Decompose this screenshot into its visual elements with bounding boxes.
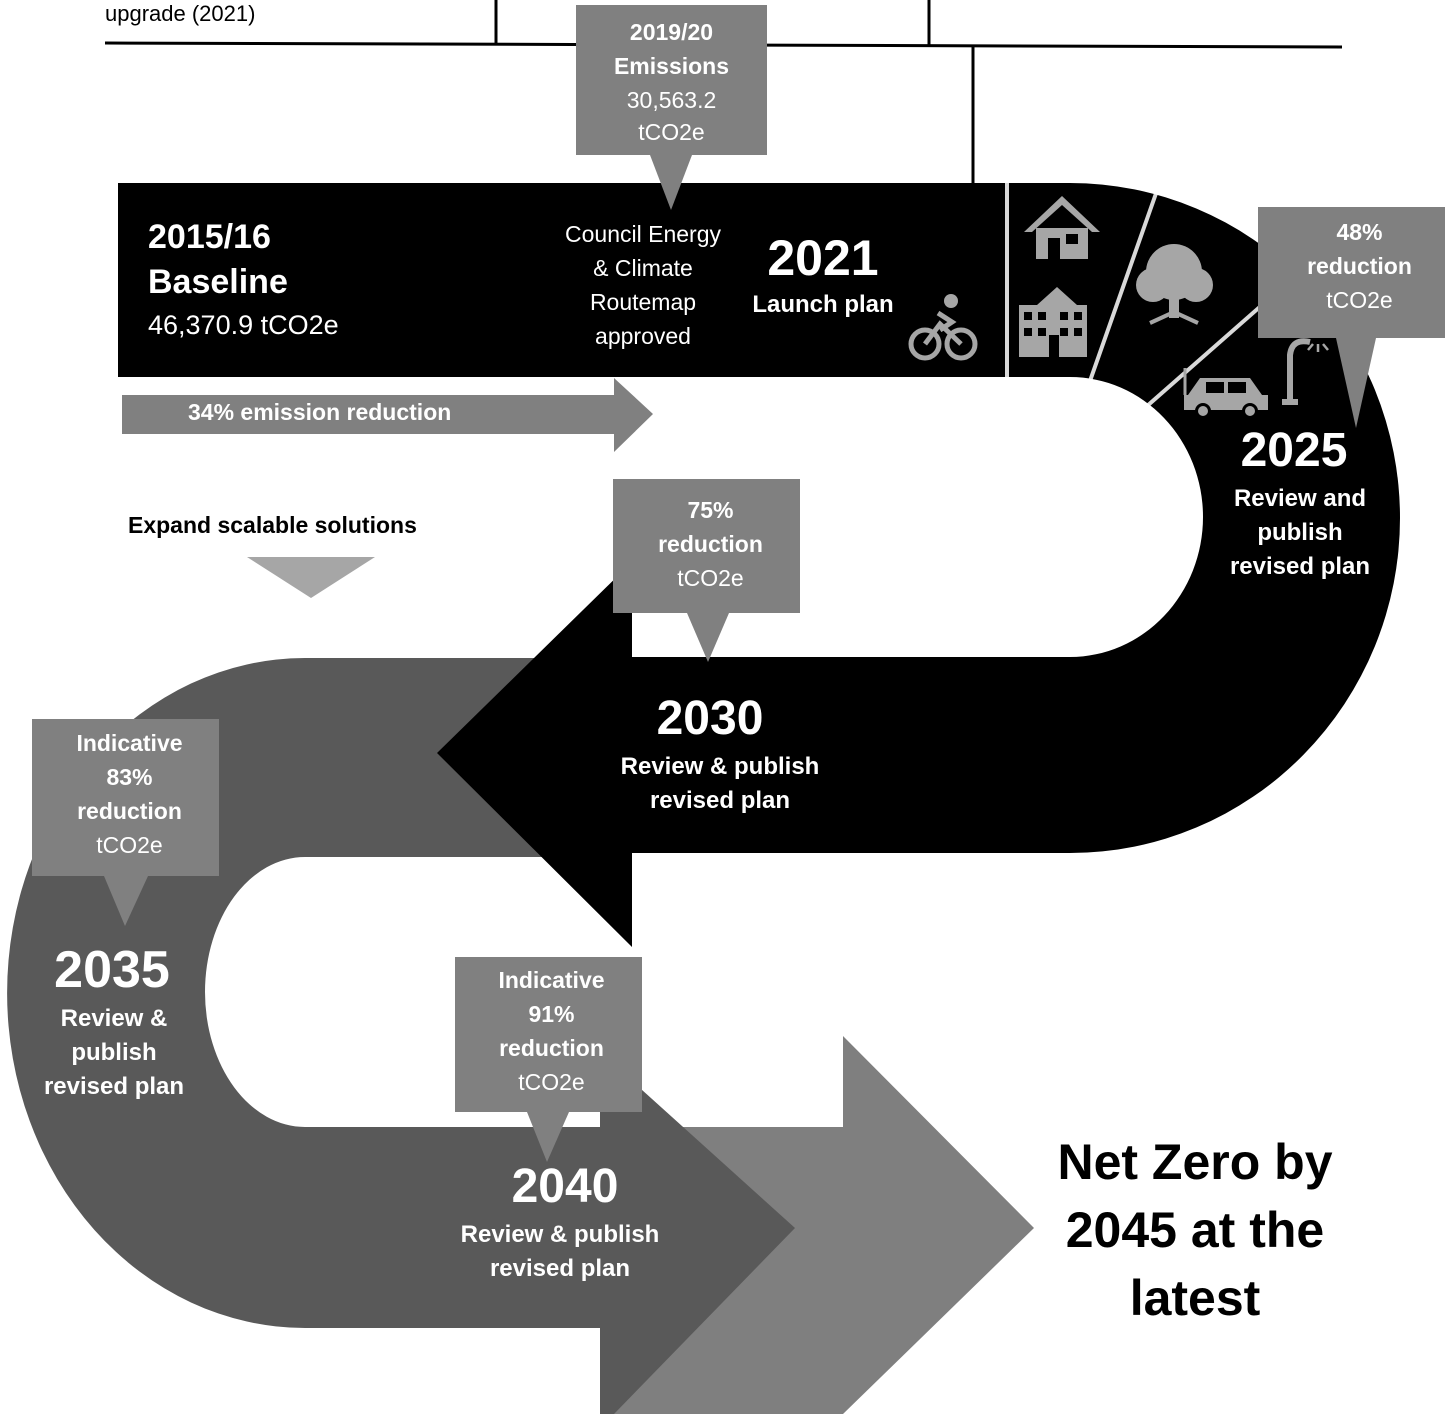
milestone-2040-line2: revised plan bbox=[489, 1255, 631, 1282]
callout-75 bbox=[613, 479, 800, 662]
band-2021-2030 bbox=[118, 183, 1400, 947]
routemap-line2: & Climate bbox=[593, 255, 693, 281]
baseline-value: 46,370.9 tCO2e bbox=[148, 310, 339, 340]
net-zero-text: Net Zero by 2045 at the latest bbox=[1040, 1128, 1350, 1332]
routemap-line4: approved bbox=[595, 323, 691, 349]
callout-83-unit: tCO2e bbox=[96, 832, 163, 858]
routemap-line3: Routemap bbox=[589, 289, 697, 315]
launch-year: 2021 bbox=[767, 230, 879, 286]
baseline-text: 2015/16 Baseline 46,370.9 tCO2e bbox=[148, 215, 339, 345]
routemap-line1: Council Energy bbox=[565, 221, 721, 247]
baseline-label: Baseline bbox=[148, 263, 288, 301]
callout-91 bbox=[455, 957, 642, 1162]
milestone-2035-line1: Review & bbox=[60, 1005, 168, 1032]
bicycle-icon bbox=[908, 294, 978, 361]
callout-83-text: Indicative 83% reduction tCO2e bbox=[36, 726, 223, 862]
milestone-2030-line2: revised plan bbox=[649, 787, 791, 814]
milestone-2030-text: 2030 Review & publish revised plan bbox=[600, 688, 840, 818]
milestone-2035-desc: Review & publish revised plan bbox=[24, 1002, 204, 1104]
milestone-2035-year: 2035 bbox=[54, 941, 170, 999]
callout-75-text: 75% reduction tCO2e bbox=[617, 493, 804, 595]
callout-48-unit: tCO2e bbox=[1326, 287, 1393, 313]
callout-83-indicative: Indicative bbox=[76, 730, 183, 756]
callout-75-unit: tCO2e bbox=[677, 565, 744, 591]
milestone-2040-year: 2040 bbox=[511, 1160, 619, 1213]
callout-83-reduction: reduction bbox=[77, 798, 182, 824]
electric-car-icon bbox=[1183, 368, 1268, 419]
callout-48 bbox=[1258, 207, 1445, 428]
milestone-2030-year: 2030 bbox=[656, 692, 764, 745]
expand-label: Expand scalable solutions bbox=[128, 512, 417, 538]
callout-91-percent: 91% bbox=[528, 1001, 575, 1027]
milestone-2025-line2: publish bbox=[1257, 519, 1343, 546]
callout-83-percent: 83% bbox=[106, 764, 153, 790]
milestone-2025-desc: Review and publish revised plan bbox=[1210, 482, 1390, 584]
net-zero-line1: Net Zero by bbox=[1057, 1134, 1333, 1190]
launch-2021-text: 2021 Launch plan bbox=[738, 228, 908, 322]
net-zero-line3: latest bbox=[1129, 1270, 1261, 1326]
net-zero-line2: 2045 at the bbox=[1065, 1202, 1325, 1258]
callout-91-text: Indicative 91% reduction tCO2e bbox=[458, 963, 645, 1099]
tree-icon bbox=[1136, 244, 1213, 325]
callout-48-percent: 48% bbox=[1336, 219, 1383, 245]
reduction-34-label: 34% emission reduction bbox=[188, 399, 452, 425]
callout-48-reduction: reduction bbox=[1307, 253, 1412, 279]
reduction-34-arrow bbox=[122, 378, 653, 452]
final-arrow bbox=[600, 1036, 1034, 1414]
house-icon bbox=[1024, 196, 1100, 259]
emissions-2019-title: Emissions bbox=[613, 53, 730, 79]
emissions-2019-value: 30,563.2 bbox=[626, 87, 717, 113]
upgrade-label: upgrade (2021) bbox=[105, 1, 256, 26]
callout-75-reduction: reduction bbox=[658, 531, 763, 557]
milestone-2040-desc: Review & publish revised plan bbox=[440, 1218, 680, 1286]
milestone-2025-line3: revised plan bbox=[1229, 553, 1371, 580]
milestone-2025-text: 2025 Review and publish revised plan bbox=[1210, 420, 1390, 584]
milestone-2035-line2: publish bbox=[71, 1039, 157, 1066]
baseline-year: 2015/16 bbox=[148, 218, 271, 256]
routemap-text: Council Energy & Climate Routemap approv… bbox=[544, 217, 742, 353]
expand-triangle bbox=[247, 557, 375, 598]
building-icon bbox=[1019, 287, 1087, 357]
milestone-2035-line3: revised plan bbox=[43, 1073, 185, 1100]
callout-75-percent: 75% bbox=[687, 497, 734, 523]
milestone-2030-desc: Review & publish revised plan bbox=[600, 750, 840, 818]
emissions-2019-unit: tCO2e bbox=[638, 119, 705, 145]
callout-48-text: 48% reduction tCO2e bbox=[1266, 215, 1453, 317]
street-light-icon bbox=[1282, 338, 1329, 405]
emissions-2019-text: 2019/20 Emissions 30,563.2 tCO2e bbox=[576, 15, 767, 149]
callout-91-indicative: Indicative bbox=[498, 967, 605, 993]
emissions-2019-year: 2019/20 bbox=[629, 19, 714, 45]
milestone-2030-line1: Review & publish bbox=[620, 753, 820, 780]
curve-separators bbox=[1005, 150, 1272, 430]
callout-83 bbox=[32, 719, 219, 926]
milestone-2025-year: 2025 bbox=[1240, 424, 1348, 477]
milestone-2040-line1: Review & publish bbox=[460, 1221, 660, 1248]
launch-label: Launch plan bbox=[752, 291, 894, 318]
callout-91-reduction: reduction bbox=[499, 1035, 604, 1061]
milestone-2025-line1: Review and bbox=[1233, 485, 1367, 512]
callout-2019-emissions bbox=[576, 5, 767, 210]
milestone-2035-text: 2035 Review & publish revised plan bbox=[24, 938, 204, 1104]
milestone-2040-text: 2040 Review & publish revised plan bbox=[440, 1156, 680, 1286]
callout-91-unit: tCO2e bbox=[518, 1069, 585, 1095]
